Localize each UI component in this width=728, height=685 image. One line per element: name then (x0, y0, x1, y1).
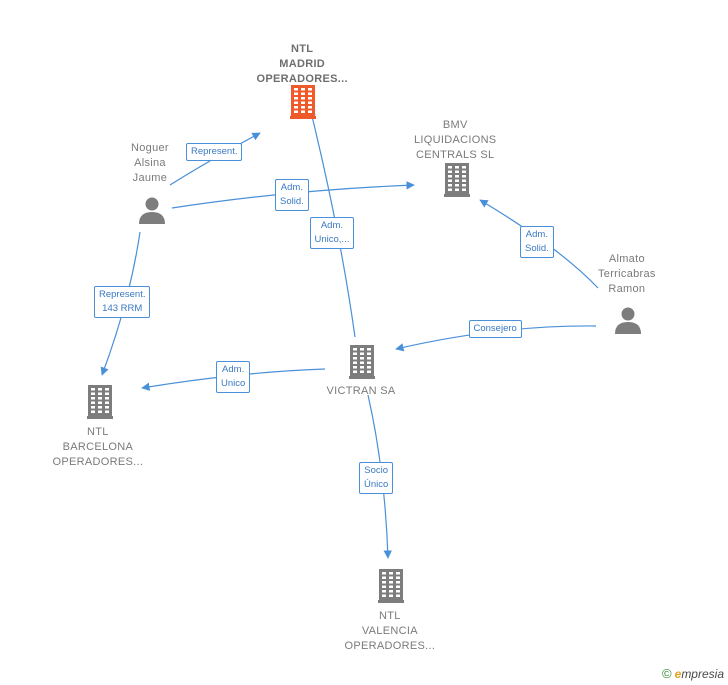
building-icon[interactable] (290, 85, 316, 124)
node-label-line: CENTRALS SL (415, 149, 495, 161)
edge-label-line: Represent. (191, 146, 238, 157)
edge-label-noguer-to-bmv[interactable]: Adm. Solid. (275, 179, 309, 211)
edge-label-line: Adm. (222, 364, 245, 375)
node-label-line: Terricabras (598, 268, 656, 280)
edge-label-victran-to-ntl_madrid[interactable]: Adm. Unico,... (309, 217, 355, 249)
edge-label-line: Adm. (525, 229, 548, 240)
edge-label-line: Consejero (473, 323, 517, 334)
node-label-line: BARCELONA (62, 441, 134, 453)
copyright-notice: ©empresia (662, 666, 724, 681)
building-icon[interactable] (378, 569, 404, 608)
edge-label-line: Adm. (320, 220, 344, 231)
node-label-ntl_valencia[interactable]: NTL VALENCIA OPERADORES... (345, 609, 436, 654)
node-label-line: NTL (379, 610, 401, 622)
edge-label-noguer-to-ntl_barcelona[interactable]: Represent. 143 RRM (94, 286, 151, 318)
node-label-line: Alsina (134, 157, 166, 169)
brand-initial: e (674, 667, 682, 681)
node-label-line: NTL (291, 43, 314, 55)
node-label-line: Ramon (608, 283, 646, 295)
node-label-line: NTL (87, 426, 109, 438)
node-label-line: VALENCIA (361, 625, 418, 637)
edge-label-line: Unico,... (314, 234, 350, 245)
edge-label-line: Represent. (99, 289, 146, 300)
node-label-ntl_madrid[interactable]: NTL MADRID OPERADORES... (257, 42, 348, 87)
node-label-line: Noguer (131, 142, 169, 154)
edge-label-line: Único (364, 479, 389, 490)
node-label-line: Almato (608, 253, 645, 265)
edge-label-noguer-to-ntl_madrid[interactable]: Represent. (186, 143, 243, 161)
node-label-line: Jaume (132, 172, 168, 184)
node-label-line: LIQUIDACIONS (414, 134, 497, 146)
node-label-line: OPERADORES... (344, 640, 436, 652)
edge-label-line: Unico (221, 378, 246, 389)
node-label-line: BMV (442, 119, 468, 131)
edge-label-almato-to-victran[interactable]: Consejero (468, 320, 522, 338)
edge-label-almato-to-bmv[interactable]: Adm. Solid. (520, 226, 554, 258)
building-icon[interactable] (444, 163, 470, 202)
building-icon[interactable] (349, 345, 375, 384)
person-icon[interactable] (138, 196, 166, 229)
brand-name: mpresia (681, 667, 724, 681)
edge-label-line: Socio (364, 465, 389, 476)
node-label-line: OPERADORES... (52, 456, 144, 468)
edge-label-line: Adm. (280, 182, 303, 193)
node-label-bmv[interactable]: BMV LIQUIDACIONS CENTRALS SL (414, 118, 496, 163)
building-icon[interactable] (87, 385, 113, 424)
copyright-symbol: © (662, 666, 672, 681)
node-label-line: MADRID (279, 58, 326, 70)
node-label-victran[interactable]: VICTRAN SA (327, 384, 396, 399)
edge-label-line: Solid. (525, 243, 549, 254)
edge-label-victran-to-ntl_barcelona[interactable]: Adm. Unico (216, 361, 251, 393)
node-label-ntl_barcelona[interactable]: NTL BARCELONA OPERADORES... (53, 425, 144, 470)
node-label-line: VICTRAN SA (326, 385, 396, 397)
edge-label-line: Solid. (280, 196, 304, 207)
edge-label-line: 143 RRM (102, 303, 143, 314)
person-icon[interactable] (614, 306, 642, 339)
node-label-line: OPERADORES... (256, 73, 348, 85)
